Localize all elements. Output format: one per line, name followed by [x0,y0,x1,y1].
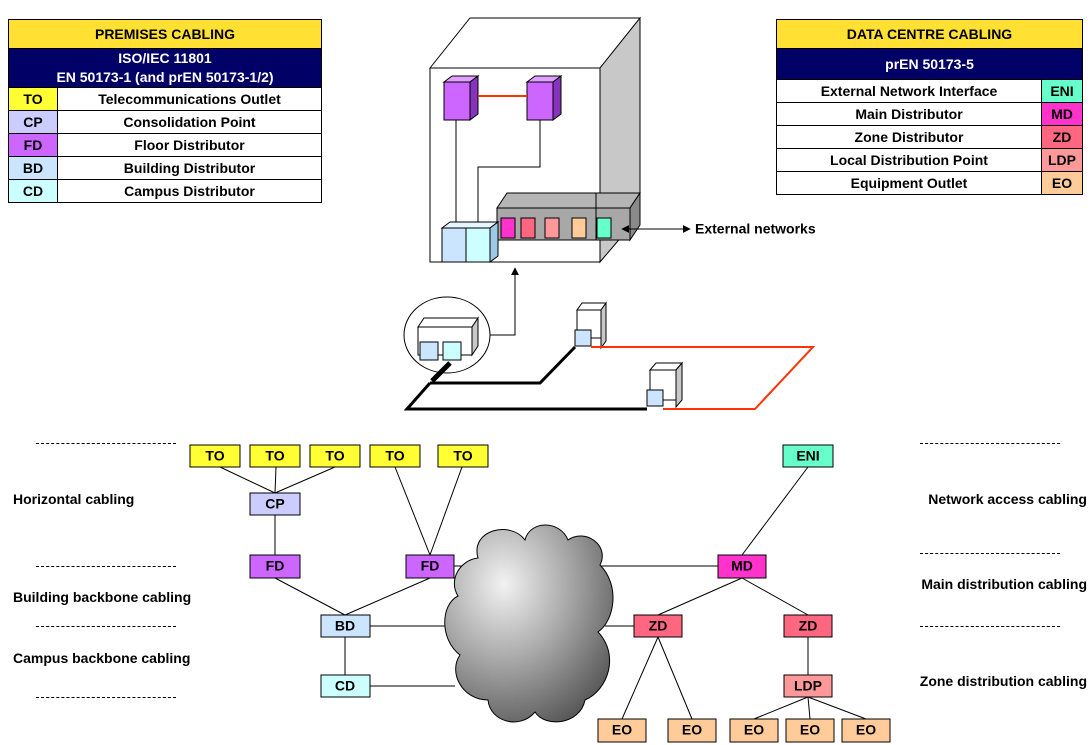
node-to-5-label: TO [453,448,472,464]
node-to-2-label: TO [265,448,284,464]
zone-distribution-label: Zone distribution cabling [919,673,1087,689]
node-eo-3-label: EO [744,722,764,738]
node-eo-3: EO [729,718,779,743]
node-bd-label: BD [335,618,355,634]
node-to-4: TO [369,444,421,468]
node-eo-2-label: EO [682,722,702,738]
legend-name-to: Telecommunications Outlet [57,87,322,111]
datacentre-cabling-table: DATA CENTRE CABLING prEN 50173-5 Externa… [776,19,1083,195]
building-floor-distributor-left [442,75,480,121]
building-backbone-label: Building backbone cabling [13,589,192,605]
node-ldp: LDP [783,674,833,698]
external-networks-label: External networks [695,221,816,237]
node-zd-1: ZD [633,614,683,638]
node-to-1: TO [189,444,241,468]
node-zd-2: ZD [783,614,833,638]
node-to-5: TO [437,444,489,468]
node-eo-5: EO [841,718,891,743]
node-fd-2-label: FD [421,558,440,574]
legend-abbr-eni: ENI [1041,79,1083,103]
separator-right-2 [920,553,1060,554]
node-zd-1-label: ZD [649,618,668,634]
node-eni: ENI [782,444,834,468]
separator-left-1 [36,443,176,444]
separator-right-3 [920,626,1060,627]
building-illustration [403,16,816,411]
legend-name-fd: Floor Distributor [57,133,322,157]
node-zd-2-label: ZD [799,618,818,634]
node-to-2: TO [249,444,301,468]
node-fd-1-label: FD [266,558,285,574]
separator-left-3 [36,626,176,627]
legend-name-eo: Equipment Outlet [776,171,1042,195]
campus-backbone-label: Campus backbone cabling [13,650,191,666]
legend-name-cd: Campus Distributor [57,179,322,203]
hierarchy-connections [219,466,867,720]
node-eo-4: EO [785,718,835,743]
node-eo-2: EO [667,718,717,743]
legend-name-eni: External Network Interface [776,79,1042,103]
node-cp: CP [249,492,301,516]
horizontal-cabling-label: Horizontal cabling [13,491,135,507]
legend-abbr-md: MD [1041,102,1083,126]
node-cd: CD [320,674,371,698]
network-cloud [444,524,614,723]
node-eo-1: EO [597,718,647,743]
premises-title: PREMISES CABLING [8,19,322,49]
node-cd-label: CD [335,678,355,694]
node-fd-1: FD [249,554,301,579]
node-to-4-label: TO [385,448,404,464]
main-distribution-label: Main distribution cabling [921,576,1087,592]
node-to-3: TO [309,444,361,468]
legend-name-md: Main Distributor [776,102,1042,126]
legend-name-zd: Zone Distributor [776,125,1042,149]
legend-abbr-ldp: LDP [1041,148,1083,172]
legend-abbr-cp: CP [8,110,58,134]
node-fd-2: FD [405,554,455,579]
legend-abbr-eo: EO [1041,171,1083,195]
node-cp-label: CP [265,496,284,512]
building-floor-distributor-right [525,75,563,121]
node-to-1-label: TO [205,448,224,464]
datacentre-standard: prEN 50173-5 [776,48,1083,80]
network-access-label: Network access cabling [928,491,1087,507]
legend-name-bd: Building Distributor [57,156,322,180]
node-to-3-label: TO [325,448,344,464]
separator-left-2 [36,566,176,567]
node-ldp-label: LDP [794,678,822,694]
node-eni-label: ENI [796,448,819,464]
node-md: MD [717,554,767,579]
node-bd: BD [320,614,371,638]
premises-cabling-table: PREMISES CABLING ISO/IEC 11801 EN 50173-… [8,19,322,203]
premises-standard-2: EN 50173-1 (and prEN 50173-1/2) [56,69,274,85]
premises-standard-1: ISO/IEC 11801 [118,50,212,66]
legend-name-cp: Consolidation Point [57,110,322,134]
node-eo-4-label: EO [800,722,820,738]
separator-right-1 [920,443,1060,444]
node-eo-5-label: EO [856,722,876,738]
separator-left-4 [36,697,176,698]
premises-standards: ISO/IEC 11801 EN 50173-1 (and prEN 50173… [8,48,322,88]
node-eo-1-label: EO [612,722,632,738]
legend-abbr-cd: CD [8,179,58,203]
legend-abbr-bd: BD [8,156,58,180]
node-md-label: MD [731,558,753,574]
